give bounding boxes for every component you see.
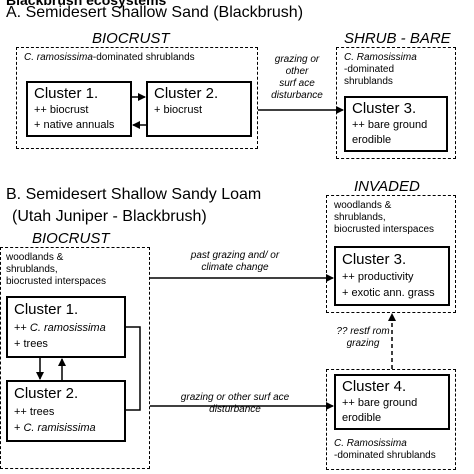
section-a-biocrust-label: BIOCRUST xyxy=(92,30,170,47)
section-a-title: A. Semidesert Shallow Sand (Blackbrush) xyxy=(6,4,304,21)
section-b-title-line-2: (Utah Juniper - Blackbrush) xyxy=(12,208,207,225)
section-b-bare-desc: C. Ramosissima -dominated shrublands xyxy=(334,438,436,461)
cluster-item: ++ productivity xyxy=(342,271,414,283)
section-b-biocrust-label: BIOCRUST xyxy=(32,230,110,247)
section-a-biocrust-state xyxy=(16,47,258,149)
section-a-shrub-bare-state xyxy=(336,47,456,159)
section-b-restoration-label: ?? restf rom grazing xyxy=(336,326,390,349)
cluster-item: erodible xyxy=(352,134,392,146)
section-b-invaded-label: INVADED xyxy=(354,178,420,195)
cluster-item: + trees xyxy=(14,338,48,350)
cluster-title: Cluster 2. xyxy=(14,385,79,402)
section-a-cluster-1: Cluster 1. ++ biocrust + native annuals xyxy=(26,81,132,137)
cluster-title: Cluster 2. xyxy=(154,85,219,102)
cluster-title: Cluster 1. xyxy=(14,301,79,318)
arrow-b-loop-bracket xyxy=(126,326,141,411)
section-b-cluster-1: Cluster 1. ++ C. ramosissima + trees xyxy=(6,296,126,358)
cluster-item: + native annuals xyxy=(34,119,115,131)
section-b-title-line-1: B. Semidesert Shallow Sandy Loam xyxy=(6,186,262,203)
section-b-biocrust-desc: woodlands & shrublands, biocrusted inter… xyxy=(6,252,107,287)
cluster-title: Cluster 1. xyxy=(34,85,99,102)
cluster-item: ++ bare ground xyxy=(342,397,418,409)
section-b-cluster-3: Cluster 3. ++ productivity + exotic ann.… xyxy=(334,246,450,306)
cluster-item: ++ C. ramosissima xyxy=(14,322,106,334)
cluster-title: Cluster 3. xyxy=(352,100,417,117)
cluster-item: + biocrust xyxy=(154,104,202,116)
cluster-item: ++ biocrust xyxy=(34,104,89,116)
cluster-title: Cluster 3. xyxy=(342,251,407,268)
section-a-shrub-bare-label: SHRUB - BARE xyxy=(344,30,451,47)
section-b-upper-transition-label: past grazing and/ or climate change xyxy=(190,250,280,273)
section-a-biocrust-desc: C. ramosissima-dominated shrublands xyxy=(24,52,195,63)
cluster-item: ++ trees xyxy=(14,406,55,418)
cluster-item: + C. ramisissima xyxy=(14,422,96,434)
section-b-lower-transition-label: grazing or other surf ace disturbance xyxy=(180,392,290,415)
cluster-item: erodible xyxy=(342,412,382,424)
section-b-invaded-desc: woodlands & shrublands, biocrusted inter… xyxy=(334,200,435,235)
section-b-cluster-4: Cluster 4. ++ bare ground erodible xyxy=(334,374,450,430)
section-b-invaded-state xyxy=(326,195,456,313)
section-b-cluster-2: Cluster 2. ++ trees + C. ramisissima xyxy=(6,380,126,442)
cluster-item: + exotic ann. grass xyxy=(342,287,435,299)
section-a-transition-label: grazing or other surf ace disturbance xyxy=(271,54,323,101)
section-b-biocrust-state xyxy=(0,247,150,469)
cluster-title: Cluster 4. xyxy=(342,378,407,395)
section-b-bare-state xyxy=(326,369,456,470)
section-a-cluster-2: Cluster 2. + biocrust xyxy=(146,81,252,137)
section-a-cluster-3: Cluster 3. ++ bare ground erodible xyxy=(344,96,448,152)
section-a-shrub-bare-desc: C. Ramosissima -dominated shrublands xyxy=(344,52,417,87)
cut-off-header: Blackbrush ecosystems xyxy=(6,0,167,8)
cluster-item: ++ bare ground xyxy=(352,119,428,131)
